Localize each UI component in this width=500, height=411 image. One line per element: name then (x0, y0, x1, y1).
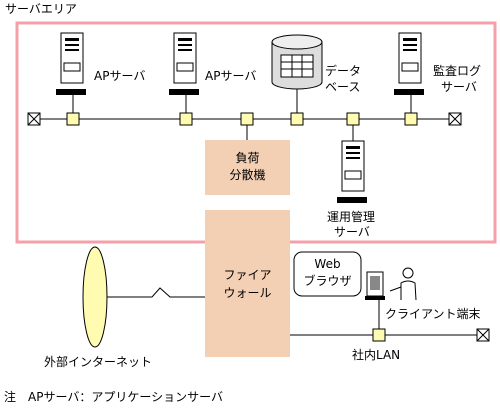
bus-terminator-left (27, 112, 41, 126)
internet-cloud (82, 246, 108, 348)
ap-server-label-2: APサーバ (205, 69, 257, 83)
server-icon (56, 32, 86, 95)
firewall-box (205, 210, 290, 357)
bus-node (66, 112, 80, 126)
client-label: クライアント端末 (385, 307, 481, 321)
server-icon (394, 32, 424, 95)
audit-server-label-1: 監査ログ (433, 64, 482, 78)
bus-node (404, 112, 418, 126)
bus-node (240, 112, 254, 126)
footnote: 注 APサーバ：アプリケーションサーバ (4, 390, 223, 404)
firewall-label-2: ウォール (223, 286, 272, 300)
internet-label: 外部インターネット (44, 355, 153, 369)
database-label-2: ベース (325, 80, 361, 94)
audit-server-label-2: サーバ (441, 80, 477, 94)
lan-terminator (476, 328, 490, 342)
lan-node (372, 328, 386, 342)
browser-label-1: Web (314, 257, 341, 271)
load-balancer-label-2: 分散機 (229, 168, 266, 182)
load-balancer-label-1: 負荷 (235, 151, 260, 165)
ops-server-label-1: 運用管理 (327, 210, 376, 224)
bus-node (290, 112, 304, 126)
server-icon (169, 32, 199, 95)
database-icon (271, 34, 323, 90)
lan-label: 社内LAN (352, 348, 401, 362)
bus-node (346, 112, 360, 126)
internet-link-line (102, 287, 205, 298)
client-pc-icon (365, 267, 417, 301)
server-area-frame (15, 21, 497, 244)
server-icon (337, 140, 367, 203)
ops-server-label-2: サーバ (334, 225, 370, 239)
browser-box (293, 251, 362, 297)
bus-node (179, 112, 193, 126)
load-balancer-box (205, 140, 290, 195)
database-label-1: データ (325, 64, 362, 78)
server-area-label: サーバエリア (5, 2, 77, 16)
ap-server-label-1: APサーバ (94, 69, 146, 83)
bus-terminator-right (448, 112, 462, 126)
browser-label-2: ブラウザ (303, 274, 352, 288)
firewall-label-1: ファイア (223, 268, 272, 282)
